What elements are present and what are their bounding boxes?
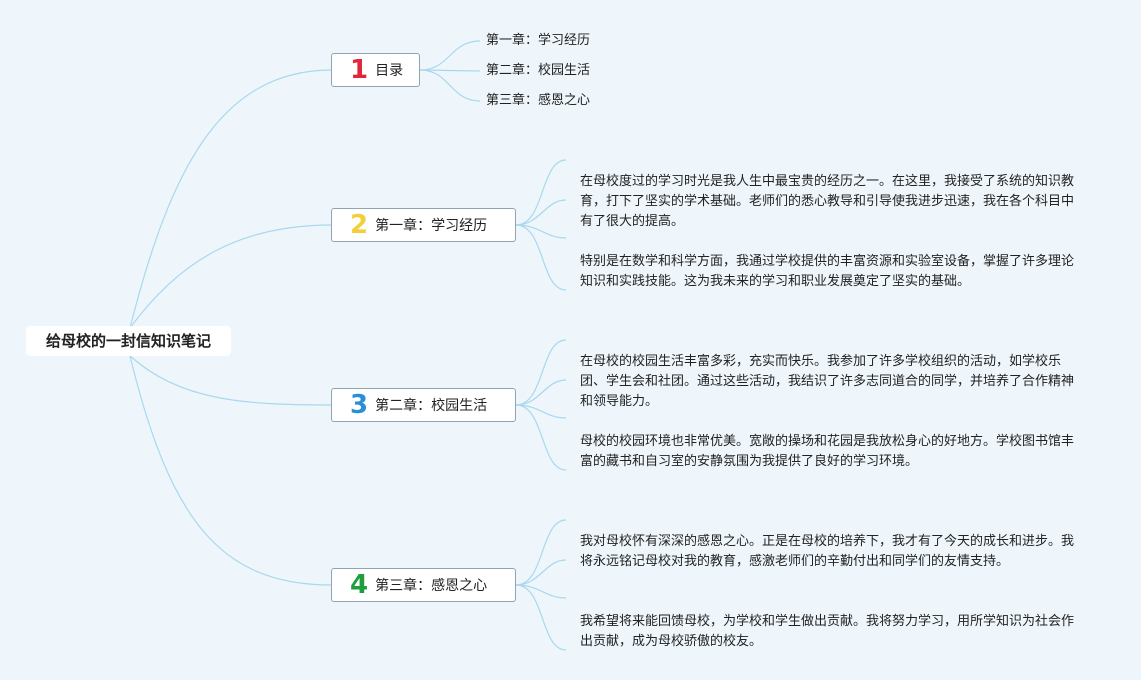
paragraph-gratitude-1[interactable]: 我对母校怀有深深的感恩之心。正是在母校的培养下，我才有了今天的成长和进步。我将永… [580, 534, 1075, 569]
link-topic-3-brace-bot [515, 404, 567, 471]
topic-label: 目录 [375, 63, 404, 79]
link-topic-4-brace-top [515, 519, 567, 586]
link-topic-3-brace-mid [515, 379, 567, 406]
link-toc-2 [419, 69, 481, 72]
paragraph-gratitude-2[interactable]: 我希望将来能回馈母校，为学校和学生做出贡献。我将努力学习，用所学知识为社会作出贡… [580, 614, 1075, 649]
link-topic-2-brace-bot [515, 224, 567, 291]
link-root-topic-1 [129, 69, 333, 329]
root-node[interactable]: 给母校的一封信知识笔记 [26, 326, 231, 356]
number-3-icon: 3 [350, 390, 369, 420]
link-toc-1 [419, 40, 481, 71]
link-root-topic-4 [129, 355, 333, 586]
link-root-topic-2 [129, 224, 333, 329]
topic-label: 第一章：学习经历 [375, 218, 488, 234]
link-topic-4-brace-bot [515, 584, 567, 651]
toc-item-1[interactable]: 第一章：学习经历 [486, 33, 591, 48]
paragraph-study-2[interactable]: 特别是在数学和科学方面，我通过学校提供的丰富资源和实验室设备，掌握了许多理论知识… [580, 254, 1075, 289]
topic-node-chapter-1[interactable]: 2 第一章：学习经历 [331, 208, 516, 242]
topic-label: 第三章：感恩之心 [375, 578, 488, 594]
paragraph-study-1[interactable]: 在母校度过的学习时光是我人生中最宝贵的经历之一。在这里，我接受了系统的知识教育，… [580, 174, 1075, 229]
link-root-topic-3 [129, 355, 333, 406]
topic-node-chapter-2[interactable]: 3 第二章：校园生活 [331, 388, 516, 422]
paragraph-campus-1[interactable]: 在母校的校园生活丰富多彩，充实而快乐。我参加了许多学校组织的活动，如学校乐团、学… [580, 354, 1075, 409]
number-2-icon: 2 [350, 210, 369, 240]
topic-node-chapter-3[interactable]: 4 第三章：感恩之心 [331, 568, 516, 602]
link-topic-2-brace-mid [515, 199, 567, 226]
topic-label: 第二章：校园生活 [375, 398, 488, 414]
link-topic-2-brace-top [515, 159, 567, 226]
toc-item-2[interactable]: 第二章：校园生活 [486, 63, 591, 78]
link-toc-3 [419, 69, 481, 102]
link-topic-4-brace-mid [515, 559, 567, 586]
number-1-icon: 1 [350, 55, 369, 85]
link-topic-3-brace-top [515, 339, 567, 406]
topic-node-toc[interactable]: 1 目录 [331, 53, 420, 87]
paragraph-campus-2[interactable]: 母校的校园环境也非常优美。宽敞的操场和花园是我放松身心的好地方。学校图书馆丰富的… [580, 434, 1075, 469]
toc-item-3[interactable]: 第三章：感恩之心 [486, 93, 591, 108]
number-4-icon: 4 [350, 570, 369, 600]
